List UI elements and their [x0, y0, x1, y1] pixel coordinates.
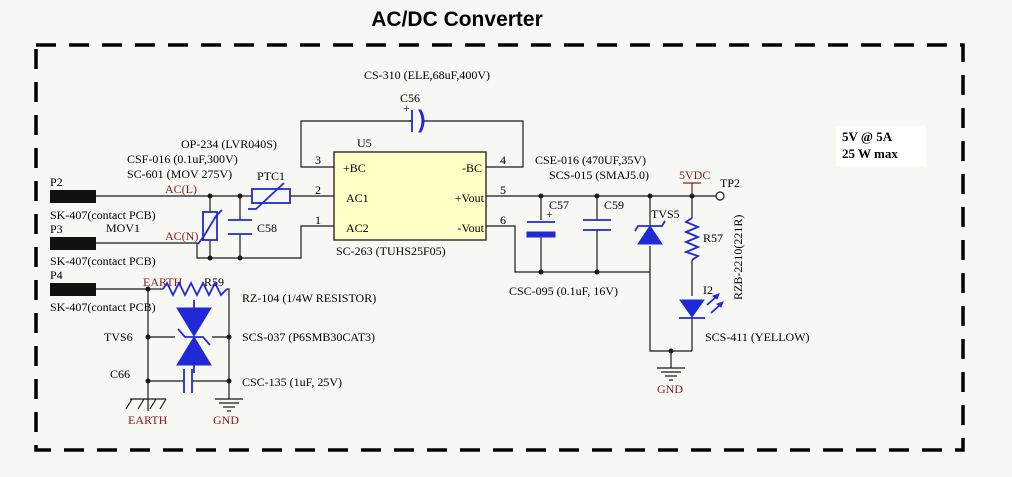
scs015-desc: SCS-015 (SMAJ5.0)	[549, 168, 649, 182]
ptc1-label: PTC1	[257, 169, 285, 183]
spec-box	[836, 126, 926, 166]
c56-plus: +	[403, 101, 410, 115]
net-acn: AC(N)	[165, 229, 198, 243]
pin-name-vout-n: -Vout	[458, 221, 485, 235]
i2-led	[679, 293, 724, 319]
pin-name-mbc: -BC	[462, 161, 482, 175]
net-earth-bottom: EARTH	[128, 413, 168, 427]
c59-label: C59	[604, 198, 624, 212]
tvs5-label: TVS5	[651, 207, 680, 221]
pin-number-6: 6	[500, 213, 506, 227]
mov1-varistor	[197, 209, 223, 245]
connector-p2-desc: SK-407(contact PCB)	[50, 208, 156, 222]
net-earth-top: EARTH	[143, 275, 183, 289]
csf016-desc: CSF-016 (0.1uF,300V)	[127, 152, 238, 166]
csc135-desc: CSC-135 (1uF, 25V)	[242, 375, 342, 389]
module-ref: U5	[357, 136, 372, 150]
r57-desc: RZB-2210(221R)	[731, 215, 745, 300]
earth-ground-icon	[125, 398, 167, 410]
connector-p2-body	[50, 190, 96, 203]
connector-p4-ref: P4	[50, 268, 63, 282]
scs037-desc: SCS-037 (P6SMB30CAT3)	[242, 330, 375, 344]
rz104-desc: RZ-104 (1/4W RESISTOR)	[242, 291, 376, 305]
dashed-border	[34, 43, 965, 452]
pin-name-ac1: AC1	[346, 191, 369, 205]
pin-number-1: 1	[315, 213, 321, 227]
pin-name-vout-p: +Vout	[455, 191, 485, 205]
pin-name-pbc: +BC	[343, 161, 366, 175]
csc095-desc: CSC-095 (0.1uF, 16V)	[509, 284, 618, 298]
earth-wiring	[96, 286, 232, 411]
mov1-label: MOV1	[106, 221, 140, 235]
r59-label: R59	[204, 275, 224, 289]
pin-number-4: 4	[500, 153, 506, 167]
c57-label: C57	[549, 198, 569, 212]
ptc1-thermistor	[248, 182, 291, 210]
gnd-left-icon	[215, 398, 243, 412]
output-wiring	[486, 193, 716, 368]
i2-label: I2	[703, 283, 713, 297]
c58-capacitor	[228, 219, 252, 235]
pin-name-ac2: AC2	[346, 221, 369, 235]
r59-resistor	[162, 280, 228, 298]
c59-capacitor	[583, 219, 611, 231]
gnd-right-icon	[657, 367, 685, 381]
cse016-desc: CSE-016 (470UF,35V)	[535, 153, 646, 167]
schematic-title: AC/DC Converter	[371, 8, 543, 31]
net-5vdc: 5VDC	[679, 168, 710, 182]
tp2-label: TP2	[720, 176, 740, 190]
c56-desc: CS-310 (ELE,68uF,400V)	[364, 68, 490, 82]
c58-label: C58	[257, 221, 277, 235]
c56-label: C56	[400, 91, 420, 105]
connector-p4-body	[50, 283, 96, 296]
connector-p2-ref: P2	[50, 175, 63, 189]
connector-p3-desc: SK-407(contact PCB)	[50, 254, 156, 268]
module-u5	[333, 151, 487, 241]
net-gnd-right: GND	[657, 382, 683, 396]
r57-resistor	[683, 217, 701, 261]
ac-input-wiring	[96, 193, 334, 261]
tvs6-label: TVS6	[104, 330, 133, 344]
pin-number-2: 2	[315, 183, 321, 197]
pin-number-3: 3	[315, 153, 321, 167]
tvs5-diode	[634, 220, 666, 245]
tvs6-diode	[176, 300, 212, 373]
connector-p3-ref: P3	[50, 222, 63, 236]
sc601-desc: SC-601 (MOV 275V)	[127, 167, 232, 181]
scs411-desc: SCS-411 (YELLOW)	[705, 330, 810, 344]
tp2-testpoint	[715, 191, 725, 201]
r57-label: R57	[703, 231, 723, 245]
spec-line-2: 25 W max	[842, 146, 898, 161]
spec-line-1: 5V @ 5A	[842, 129, 893, 144]
c66-label: C66	[110, 367, 130, 381]
net-gnd-left: GND	[213, 413, 239, 427]
connector-p4-desc: SK-407(contact PCB)	[50, 300, 156, 314]
c66-capacitor	[183, 369, 193, 393]
pin-number-5: 5	[500, 183, 506, 197]
c57-capacitor: +	[526, 207, 556, 238]
c56-capacitor: +	[300, 101, 524, 168]
module-part: SC-263 (TUHS25F05)	[336, 244, 446, 258]
net-acl: AC(L)	[165, 182, 197, 196]
c57-plus: +	[546, 207, 553, 221]
connector-p3-body	[50, 237, 96, 250]
op234-desc: OP-234 (LVR040S)	[181, 137, 277, 151]
